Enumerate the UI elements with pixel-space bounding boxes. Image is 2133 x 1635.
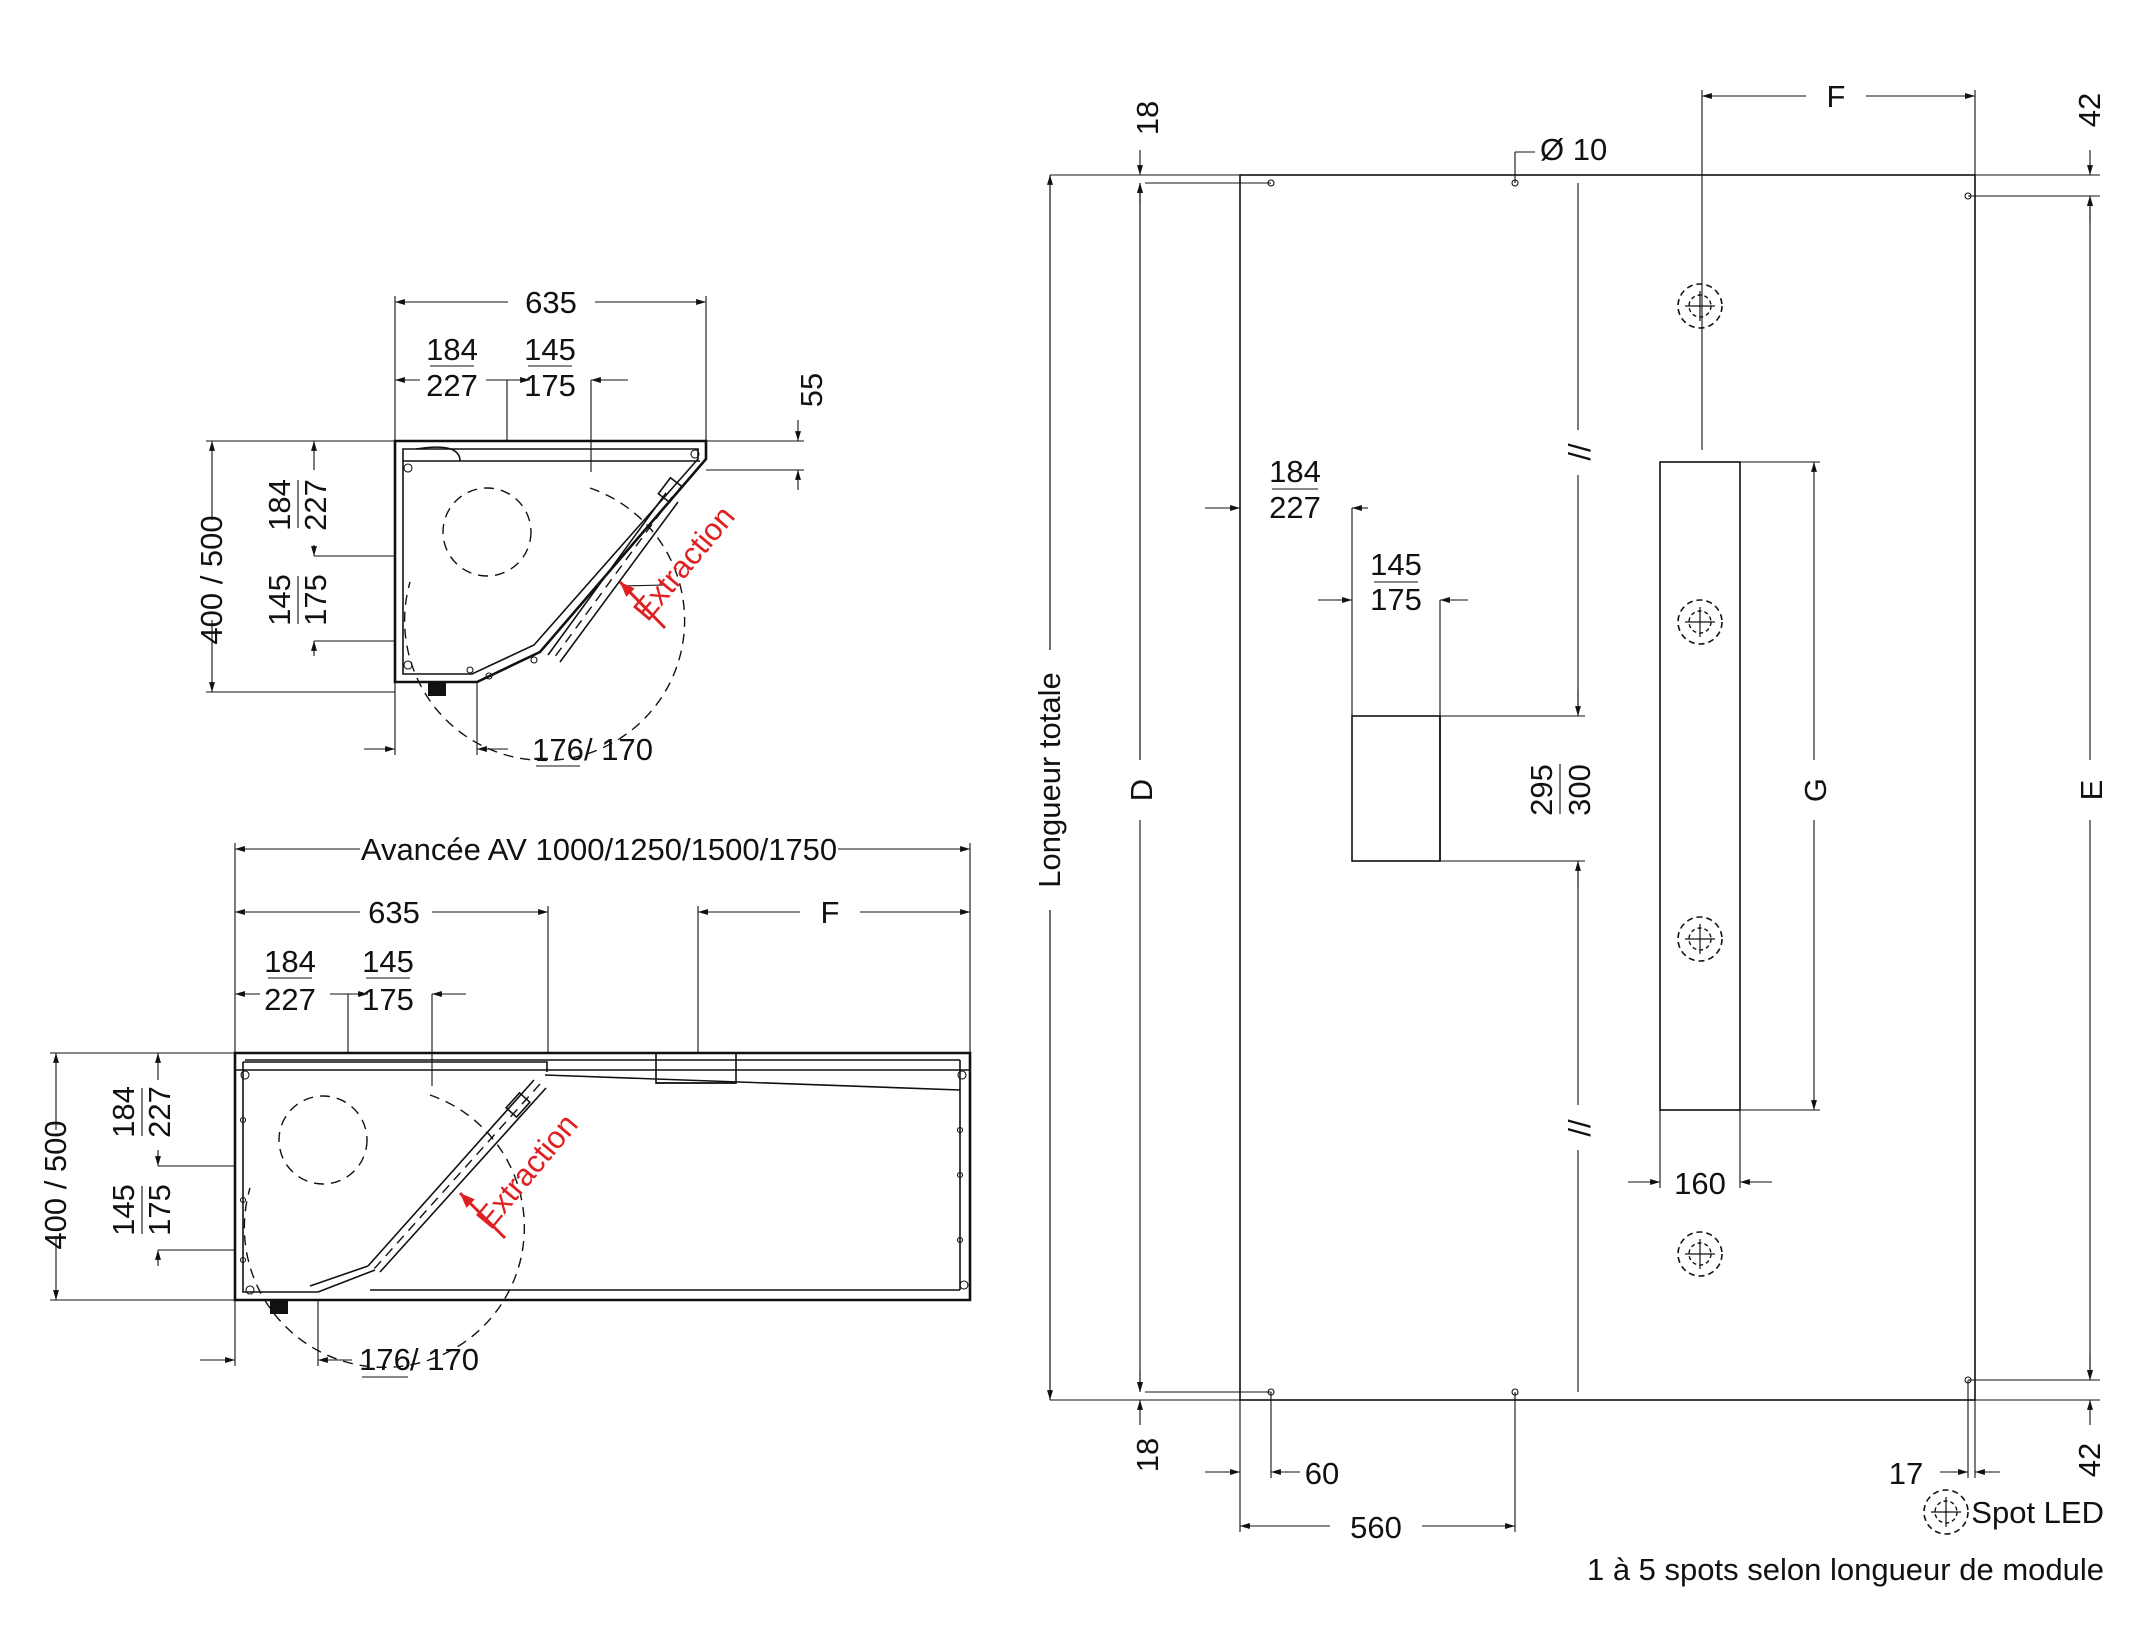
svg-text:/ 170: / 170 xyxy=(410,1342,479,1377)
svg-text:227: 227 xyxy=(1269,490,1321,525)
plan-outline xyxy=(1239,174,1976,1401)
front-dim-635: 635 xyxy=(368,895,420,930)
plan-dim-18-top: 18 xyxy=(1130,101,1165,135)
top-section-view: 635 184 227 145 175 55 400 / 500 184 xyxy=(194,285,829,767)
svg-text:145: 145 xyxy=(106,1184,141,1236)
svg-text:145: 145 xyxy=(1370,547,1422,582)
plan-dim-560: 560 xyxy=(1350,1510,1402,1545)
svg-text:175: 175 xyxy=(298,574,333,626)
front-fan-circle xyxy=(278,1095,368,1185)
plan-dim-42-bottom: 42 xyxy=(2072,1443,2107,1477)
front-duct-connector xyxy=(655,1052,737,1084)
plan-dim-g: G xyxy=(1798,778,1833,802)
plan-dim-f: F xyxy=(1827,79,1846,114)
plan-dim-17: 17 xyxy=(1889,1456,1923,1491)
front-extraction-label: Extraction xyxy=(469,1107,584,1235)
plan-duct-outlet xyxy=(1351,715,1441,862)
svg-text:227: 227 xyxy=(264,982,316,1017)
plan-dim-e: E xyxy=(2074,780,2109,801)
plan-dim-d: D xyxy=(1124,779,1159,801)
front-hood-outline xyxy=(233,1051,972,1302)
plan-dim-160: 160 xyxy=(1674,1166,1726,1201)
svg-text:300: 300 xyxy=(1562,764,1597,816)
svg-text://: // xyxy=(1562,1119,1597,1137)
top-hood-outline xyxy=(393,439,708,684)
top-dim-depth: 400 / 500 xyxy=(194,515,229,644)
svg-text:145: 145 xyxy=(362,944,414,979)
svg-text:184: 184 xyxy=(426,332,478,367)
spot-legend-label: Spot LED xyxy=(1971,1495,2104,1530)
front-dim-f: F xyxy=(821,895,840,930)
front-dim-avancee: Avancée AV 1000/1250/1500/1750 xyxy=(361,832,837,867)
plan-dim-18-bottom: 18 xyxy=(1130,1438,1165,1472)
svg-text:176: 176 xyxy=(532,732,584,767)
svg-text://: // xyxy=(1562,443,1597,461)
spot-legend-note: 1 à 5 spots selon longueur de module xyxy=(1587,1552,2104,1587)
svg-text:176: 176 xyxy=(359,1342,411,1377)
svg-text:175: 175 xyxy=(1370,582,1422,617)
plan-dim-42-top: 42 xyxy=(2072,93,2107,127)
svg-text:/ 170: / 170 xyxy=(584,732,653,767)
spot-legend-icon xyxy=(1923,1489,1969,1535)
svg-text:184: 184 xyxy=(1269,454,1321,489)
svg-text:227: 227 xyxy=(426,368,478,403)
plan-hole-label: Ø 10 xyxy=(1540,132,1607,167)
svg-text:227: 227 xyxy=(142,1086,177,1138)
svg-text:184: 184 xyxy=(264,944,316,979)
plan-dim-length: Longueur totale xyxy=(1032,672,1067,887)
front-dim-depth: 400 / 500 xyxy=(38,1120,73,1249)
plan-light-bar xyxy=(1659,461,1741,1111)
svg-text:145: 145 xyxy=(524,332,576,367)
svg-text:175: 175 xyxy=(142,1184,177,1236)
plan-dim-60: 60 xyxy=(1305,1456,1339,1491)
svg-text:184: 184 xyxy=(106,1086,141,1138)
top-dim-635: 635 xyxy=(525,285,577,320)
svg-text:184: 184 xyxy=(262,479,297,531)
top-dim-55: 55 xyxy=(794,373,829,407)
svg-text:227: 227 xyxy=(298,479,333,531)
svg-text:175: 175 xyxy=(362,982,414,1017)
top-fan-circle xyxy=(442,487,532,577)
svg-text:175: 175 xyxy=(524,368,576,403)
svg-text:295: 295 xyxy=(1524,764,1559,816)
front-view: Avancée AV 1000/1250/1500/1750 635 F 184… xyxy=(38,832,972,1378)
svg-text:145: 145 xyxy=(262,574,297,626)
plan-view: Ø 10 18 18 Longueur totale D F xyxy=(1032,79,2109,1587)
